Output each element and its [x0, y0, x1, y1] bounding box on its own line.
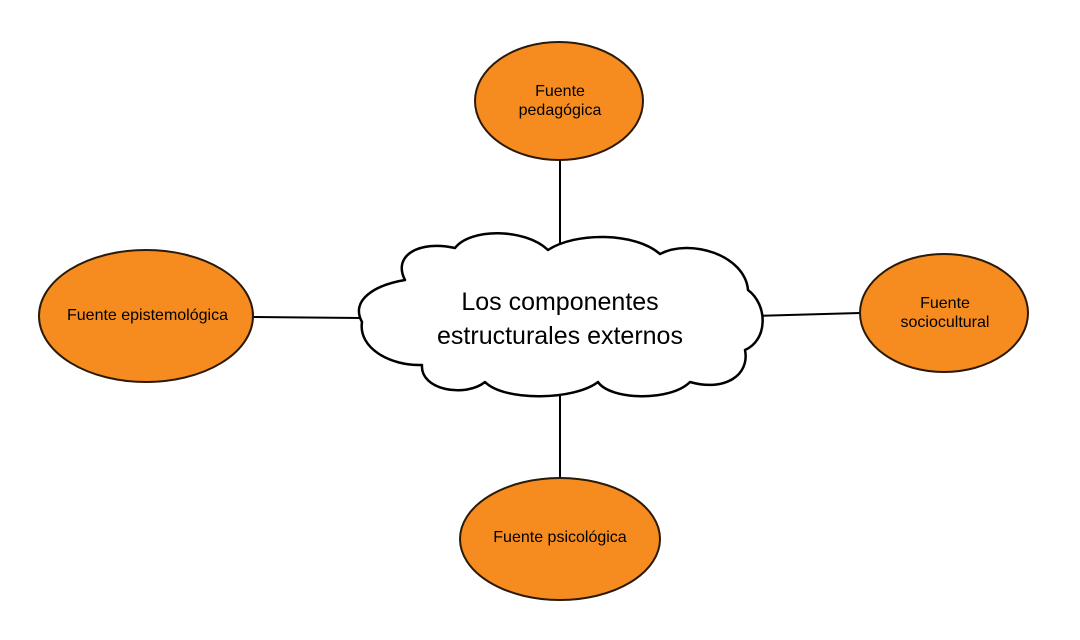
ellipse-left	[38, 249, 254, 383]
connector-left	[252, 316, 361, 319]
connector-right	[751, 312, 861, 317]
node-label-right: Fuente sociocultural	[900, 294, 990, 331]
ellipse-right	[859, 253, 1029, 373]
node-label-left: Fuente epistemológica	[67, 307, 228, 325]
central-label: Los componentes estructurales externos	[437, 288, 683, 350]
ellipse-bottom	[459, 477, 661, 601]
ellipse-top	[474, 41, 644, 161]
node-label-bottom: Fuente psicológica	[493, 529, 627, 547]
node-label-top: Fuente pedagógica	[518, 82, 602, 119]
central-cloud	[357, 232, 764, 398]
